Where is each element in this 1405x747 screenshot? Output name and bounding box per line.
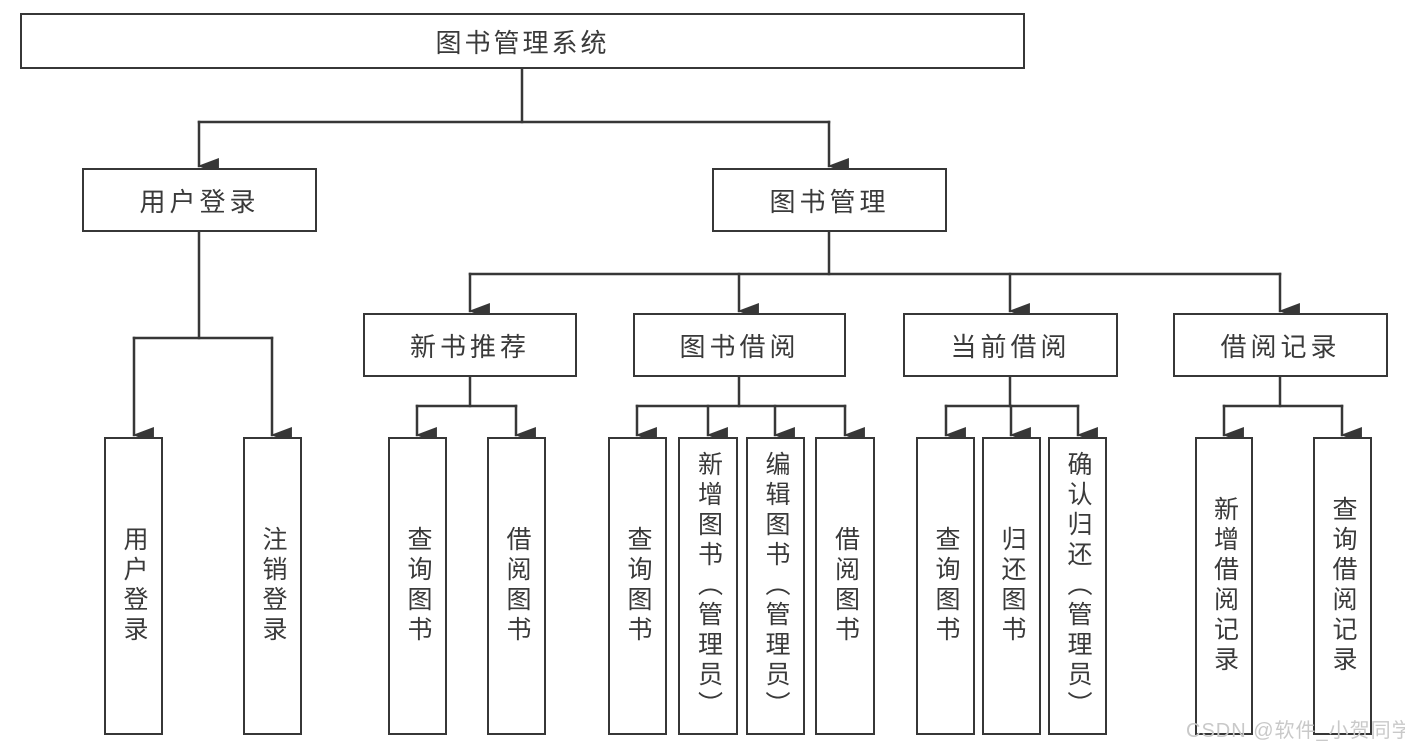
leaf-add-books-admin-label: 新增图书（管理员） bbox=[694, 451, 723, 721]
leaf-query-borrow-record: 查询借阅记录 bbox=[1313, 437, 1372, 735]
leaf-return-books: 归还图书 bbox=[982, 437, 1041, 735]
leaf-logout: 注销登录 bbox=[243, 437, 302, 735]
leaf-return-books-label: 归还图书 bbox=[998, 526, 1026, 646]
leaf-confirm-return-admin-label: 确认归还（管理员） bbox=[1064, 451, 1092, 721]
node-user-login: 用户登录 bbox=[82, 168, 317, 232]
node-current-borrowing-label: 当前借阅 bbox=[950, 331, 1071, 362]
leaf-query-books-recommend: 查询图书 bbox=[388, 437, 447, 735]
leaf-borrow-books: 借阅图书 bbox=[815, 437, 875, 735]
leaf-query-borrow-record-label: 查询借阅记录 bbox=[1329, 496, 1357, 676]
node-user-login-label: 用户登录 bbox=[139, 186, 260, 217]
leaf-edit-books-admin: 编辑图书（管理员） bbox=[746, 437, 805, 735]
node-current-borrowing: 当前借阅 bbox=[903, 313, 1118, 377]
leaf-query-books-current-label: 查询图书 bbox=[932, 526, 960, 646]
csdn-watermark: CSDN @软件_小贺同学 bbox=[1186, 720, 1405, 742]
node-book-management-label: 图书管理 bbox=[769, 186, 890, 217]
leaf-add-borrow-record: 新增借阅记录 bbox=[1195, 437, 1253, 735]
leaf-edit-books-admin-label: 编辑图书（管理员） bbox=[762, 451, 790, 721]
leaf-query-books-borrowing: 查询图书 bbox=[608, 437, 667, 735]
leaf-borrow-books-label: 借阅图书 bbox=[831, 526, 860, 646]
node-new-book-recommend: 新书推荐 bbox=[363, 313, 577, 377]
leaf-add-books-admin: 新增图书（管理员） bbox=[678, 437, 738, 735]
leaf-query-books-current: 查询图书 bbox=[916, 437, 975, 735]
node-book-management: 图书管理 bbox=[712, 168, 947, 232]
node-borrowing-records: 借阅记录 bbox=[1173, 313, 1388, 377]
node-new-book-recommend-label: 新书推荐 bbox=[409, 331, 530, 362]
node-root-system: 图书管理系统 bbox=[20, 13, 1025, 69]
leaf-borrow-books-recommend: 借阅图书 bbox=[487, 437, 546, 735]
leaf-query-books-recommend-label: 查询图书 bbox=[404, 526, 432, 646]
node-root-system-label: 图书管理系统 bbox=[435, 27, 610, 58]
node-borrowing-records-label: 借阅记录 bbox=[1220, 331, 1341, 362]
leaf-logout-label: 注销登录 bbox=[259, 526, 287, 646]
node-book-borrowing: 图书借阅 bbox=[633, 313, 846, 377]
leaf-borrow-books-recommend-label: 借阅图书 bbox=[503, 526, 531, 646]
leaf-confirm-return-admin: 确认归还（管理员） bbox=[1048, 437, 1107, 735]
leaf-query-books-borrowing-label: 查询图书 bbox=[624, 526, 652, 646]
leaf-user-login: 用户登录 bbox=[104, 437, 163, 735]
node-book-borrowing-label: 图书借阅 bbox=[679, 331, 800, 362]
leaf-add-borrow-record-label: 新增借阅记录 bbox=[1210, 496, 1239, 676]
leaf-user-login-label: 用户登录 bbox=[120, 526, 148, 646]
